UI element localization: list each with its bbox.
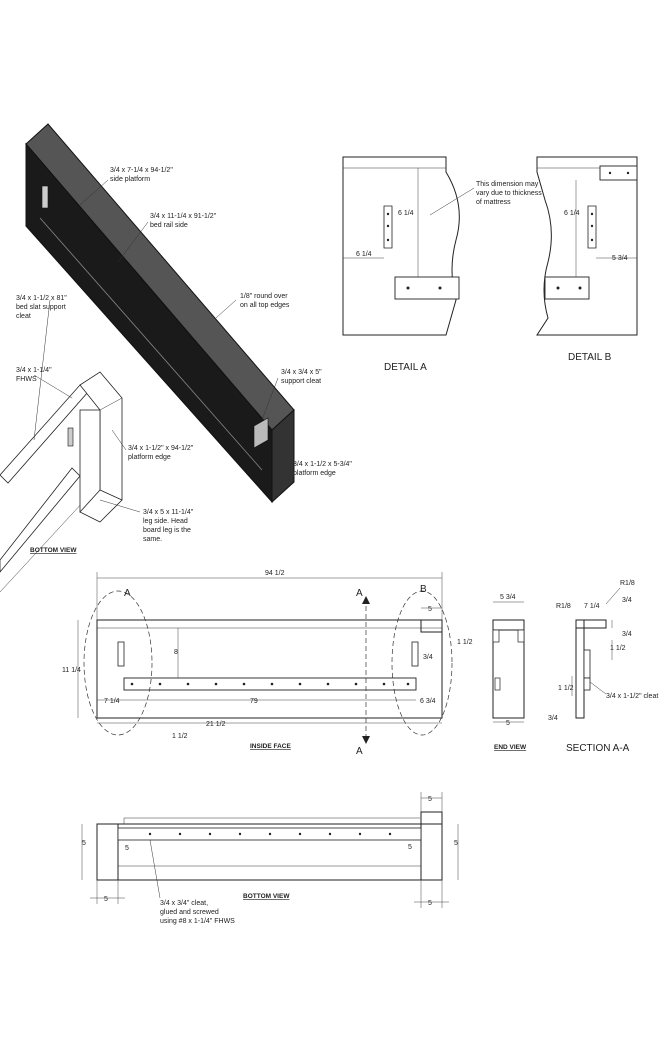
bottom-view-holes bbox=[148, 832, 392, 836]
callout-a: A bbox=[124, 588, 131, 599]
section-dim-1-1-2-a: 1 1/2 bbox=[610, 645, 626, 652]
support-cleat-iso bbox=[253, 417, 269, 449]
inside-face-dim-79: 79 bbox=[250, 698, 258, 705]
section-a-top-label: A bbox=[356, 588, 363, 599]
platform-edge-long-2 bbox=[0, 467, 81, 573]
section-dim-7-1-4: 7 1/4 bbox=[584, 603, 600, 610]
inside-face-support-cleat bbox=[420, 619, 443, 633]
section-aa: R1/8 R1/8 7 1/4 3/4 3/4 1 1/2 1 1/2 3/4 … bbox=[548, 580, 658, 754]
inside-face-dim-21-1-2: 21 1/2 bbox=[206, 721, 226, 728]
section-dim-3-4-c: 3/4 bbox=[548, 715, 558, 722]
bottom-view-dim-inner-left: 5 bbox=[125, 845, 129, 852]
detail-b-dim-height: 6 1/4 bbox=[564, 210, 580, 217]
hinge-plate-left bbox=[41, 185, 49, 209]
end-view-top bbox=[492, 619, 525, 631]
section-rail bbox=[575, 619, 585, 719]
bottom-view-title: BOTTOM VIEW bbox=[243, 893, 290, 900]
slat-cleat-edge bbox=[39, 217, 263, 471]
leg-side-line bbox=[99, 397, 123, 411]
label-bed-rail-side: 3/4 x 11-1/4 x 91-1/2"bed rail side bbox=[150, 213, 217, 229]
inside-face-hinge-right bbox=[411, 641, 419, 667]
inside-face-dim-6-3-4: 6 3/4 bbox=[420, 698, 436, 705]
label-support-cleat: 3/4 x 3/4 x 5"support cleat bbox=[281, 369, 322, 385]
hinge-plate-lower bbox=[67, 427, 74, 447]
detail-a-callout-circle bbox=[83, 590, 153, 736]
iso-bottom-view-title: BOTTOM VIEW bbox=[30, 547, 77, 554]
section-dim-3-4-b: 3/4 bbox=[622, 631, 632, 638]
bottom-view-leg-left bbox=[96, 823, 119, 881]
detail-a-title: DETAIL A bbox=[384, 362, 427, 373]
platform-edge-long bbox=[0, 384, 89, 484]
inside-face-dim-8: 8 bbox=[174, 649, 178, 656]
bottom-view-leg-right bbox=[420, 823, 443, 881]
label-platform-edge-short: 3/4 x 1-1/2 x 5-3/4"platform edge bbox=[293, 461, 352, 477]
inside-face-dim-length: 94 1/2 bbox=[265, 570, 285, 577]
label-fhws: 3/4 x 1-1/4"FHWS bbox=[16, 367, 52, 383]
detail-b: 6 1/4 5 3/4 DETAIL B bbox=[536, 156, 638, 363]
callout-b: B bbox=[420, 584, 427, 595]
detail-b-title: DETAIL B bbox=[568, 352, 612, 363]
bottom-view-dim-br: 5 bbox=[428, 900, 432, 907]
inside-face-view: 94 1/2 A B A A 11 1/4 8 bbox=[62, 570, 473, 757]
section-dim-3-4-a: 3/4 bbox=[622, 597, 632, 604]
inside-face-dim-1-1-2-right: 1 1/2 bbox=[457, 639, 473, 646]
section-cleat-label: 3/4 x 1-1/2" cleat bbox=[606, 693, 658, 700]
section-aa-title: SECTION A-A bbox=[566, 743, 630, 754]
bottom-view-dim-top: 5 bbox=[428, 796, 432, 803]
section-dim-1-1-2-b: 1 1/2 bbox=[558, 685, 574, 692]
detail-b-callout-circle bbox=[391, 590, 453, 736]
end-view-dim-top: 5 3/4 bbox=[500, 594, 516, 601]
inside-face-dim-3-4: 3/4 bbox=[423, 654, 433, 661]
detail-a-dim-width: 6 1/4 bbox=[356, 251, 372, 258]
detail-a-dim-height: 6 1/4 bbox=[398, 210, 414, 217]
inside-face-hinge-left bbox=[117, 641, 125, 667]
beam-end-face bbox=[271, 408, 295, 504]
section-a-bottom-label: A bbox=[356, 746, 363, 757]
end-view: 5 3/4 5 END VIEW bbox=[492, 594, 527, 751]
inside-face-dim-1-1-2-bottom: 1 1/2 bbox=[172, 733, 188, 740]
inside-face-dim-7-1-4: 7 1/4 bbox=[104, 698, 120, 705]
bottom-view-support-cleat bbox=[420, 811, 443, 825]
inside-face-board bbox=[96, 619, 443, 719]
bottom-view-dim-left: 5 bbox=[82, 840, 86, 847]
slat-cleat-holes bbox=[130, 682, 410, 686]
section-r-left: R1/8 bbox=[556, 603, 571, 610]
detail-a-outline bbox=[342, 156, 460, 336]
bottom-view-dim-right: 5 bbox=[454, 840, 458, 847]
section-platform bbox=[575, 619, 607, 629]
section-r-top: R1/8 bbox=[620, 580, 635, 587]
bottom-view-dim-bl: 5 bbox=[104, 896, 108, 903]
label-side-platform: 3/4 x 7-1/4 x 94-1/2"side platform bbox=[110, 167, 173, 183]
leg-foot bbox=[79, 489, 123, 523]
end-view-title: END VIEW bbox=[494, 744, 527, 751]
section-cleat bbox=[583, 649, 591, 679]
inside-face-dim-5: 5 bbox=[428, 606, 432, 613]
detail-b-cleat bbox=[544, 276, 590, 300]
inside-face-title: INSIDE FACE bbox=[250, 743, 291, 750]
isometric-view: 3/4 x 7-1/4 x 94-1/2"side platform 3/4 x… bbox=[0, 123, 352, 593]
detail-b-dim-width: 5 3/4 bbox=[612, 255, 628, 262]
iso-leaders bbox=[33, 179, 291, 513]
detail-b-outline bbox=[536, 156, 638, 336]
label-platform-edge-long: 3/4 x 1-1/2" x 94-1/2"platform edge bbox=[128, 445, 194, 461]
end-view-dim-bottom: 5 bbox=[506, 720, 510, 727]
detail-a-cleat bbox=[394, 276, 460, 300]
inside-face-slat-cleat bbox=[123, 677, 417, 691]
bottom-view-dim-inner-right: 5 bbox=[408, 844, 412, 851]
bottom-view: 5 5 5 5 5 5 5 3/4 x 3/4" cleat,glued a bbox=[81, 792, 459, 925]
inside-face-dim-height: 11 1/4 bbox=[62, 667, 81, 674]
detail-b-support-cleat bbox=[599, 165, 638, 181]
